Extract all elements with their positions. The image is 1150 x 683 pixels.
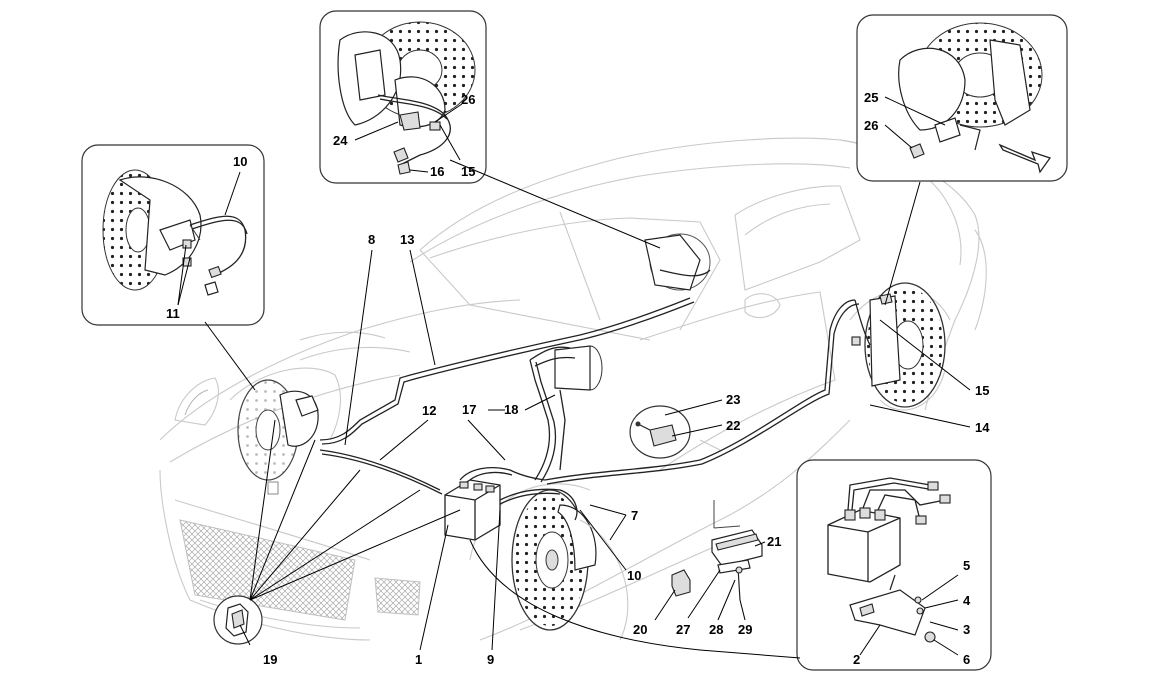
rear-sensor-cable	[851, 299, 871, 346]
detail-rear-right-caliper	[856, 14, 1068, 182]
callout-1: 1	[415, 652, 422, 667]
callout-27: 27	[676, 622, 690, 637]
callout-15-detail: 15	[461, 164, 475, 179]
callout-18: 18	[504, 402, 518, 417]
callout-13: 13	[400, 232, 414, 247]
callout-14: 14	[975, 420, 990, 435]
abs-hydraulic-unit	[444, 479, 501, 541]
callout-6: 6	[963, 652, 970, 667]
callout-7: 7	[631, 508, 638, 523]
brake-booster	[529, 345, 603, 391]
callout-5: 5	[963, 558, 970, 573]
rear-left-caliper-ghost	[644, 233, 711, 291]
callout-12: 12	[422, 403, 436, 418]
callout-23: 23	[726, 392, 740, 407]
callout-17: 17	[462, 402, 476, 417]
brake-pipe-network	[319, 297, 860, 521]
small-parts	[671, 500, 763, 601]
callout-10-front-right: 10	[627, 568, 641, 583]
callout-22: 22	[726, 418, 740, 433]
callout-29: 29	[738, 622, 752, 637]
callout-19: 19	[263, 652, 277, 667]
callout-21: 21	[767, 534, 781, 549]
arrow-right-down-icon	[998, 143, 1052, 174]
callout-20: 20	[633, 622, 647, 637]
callout-26-rear-left: 26	[461, 92, 475, 107]
callout-9: 9	[487, 652, 494, 667]
callout-8: 8	[368, 232, 375, 247]
pipe-clip-19	[213, 595, 263, 645]
callout-28: 28	[709, 622, 723, 637]
rear-right-brake-disc	[864, 282, 946, 411]
front-right-brake-disc	[511, 489, 629, 641]
callout-3: 3	[963, 622, 970, 637]
front-left-brake-disc	[237, 379, 319, 481]
detail-abs-unit	[796, 459, 992, 671]
pipe-clip-detail	[629, 405, 691, 459]
callout-11: 11	[166, 306, 180, 321]
callout-26-rear-right: 26	[864, 118, 878, 133]
callout-16: 16	[430, 164, 444, 179]
callout-15-rear: 15	[975, 383, 989, 398]
detail-front-left-caliper	[81, 144, 265, 326]
callout-labels: 1 2 3 4 5 6 7 8 9 10 10 11 12 13 14 15 1…	[166, 90, 990, 667]
callout-24: 24	[333, 133, 348, 148]
detail-rear-left-caliper	[319, 10, 487, 184]
leader-lines	[177, 96, 971, 659]
callout-2: 2	[853, 652, 860, 667]
callout-25: 25	[864, 90, 878, 105]
car-body-outline	[159, 137, 987, 641]
callout-4: 4	[963, 593, 971, 608]
callout-10-detail: 10	[233, 154, 247, 169]
